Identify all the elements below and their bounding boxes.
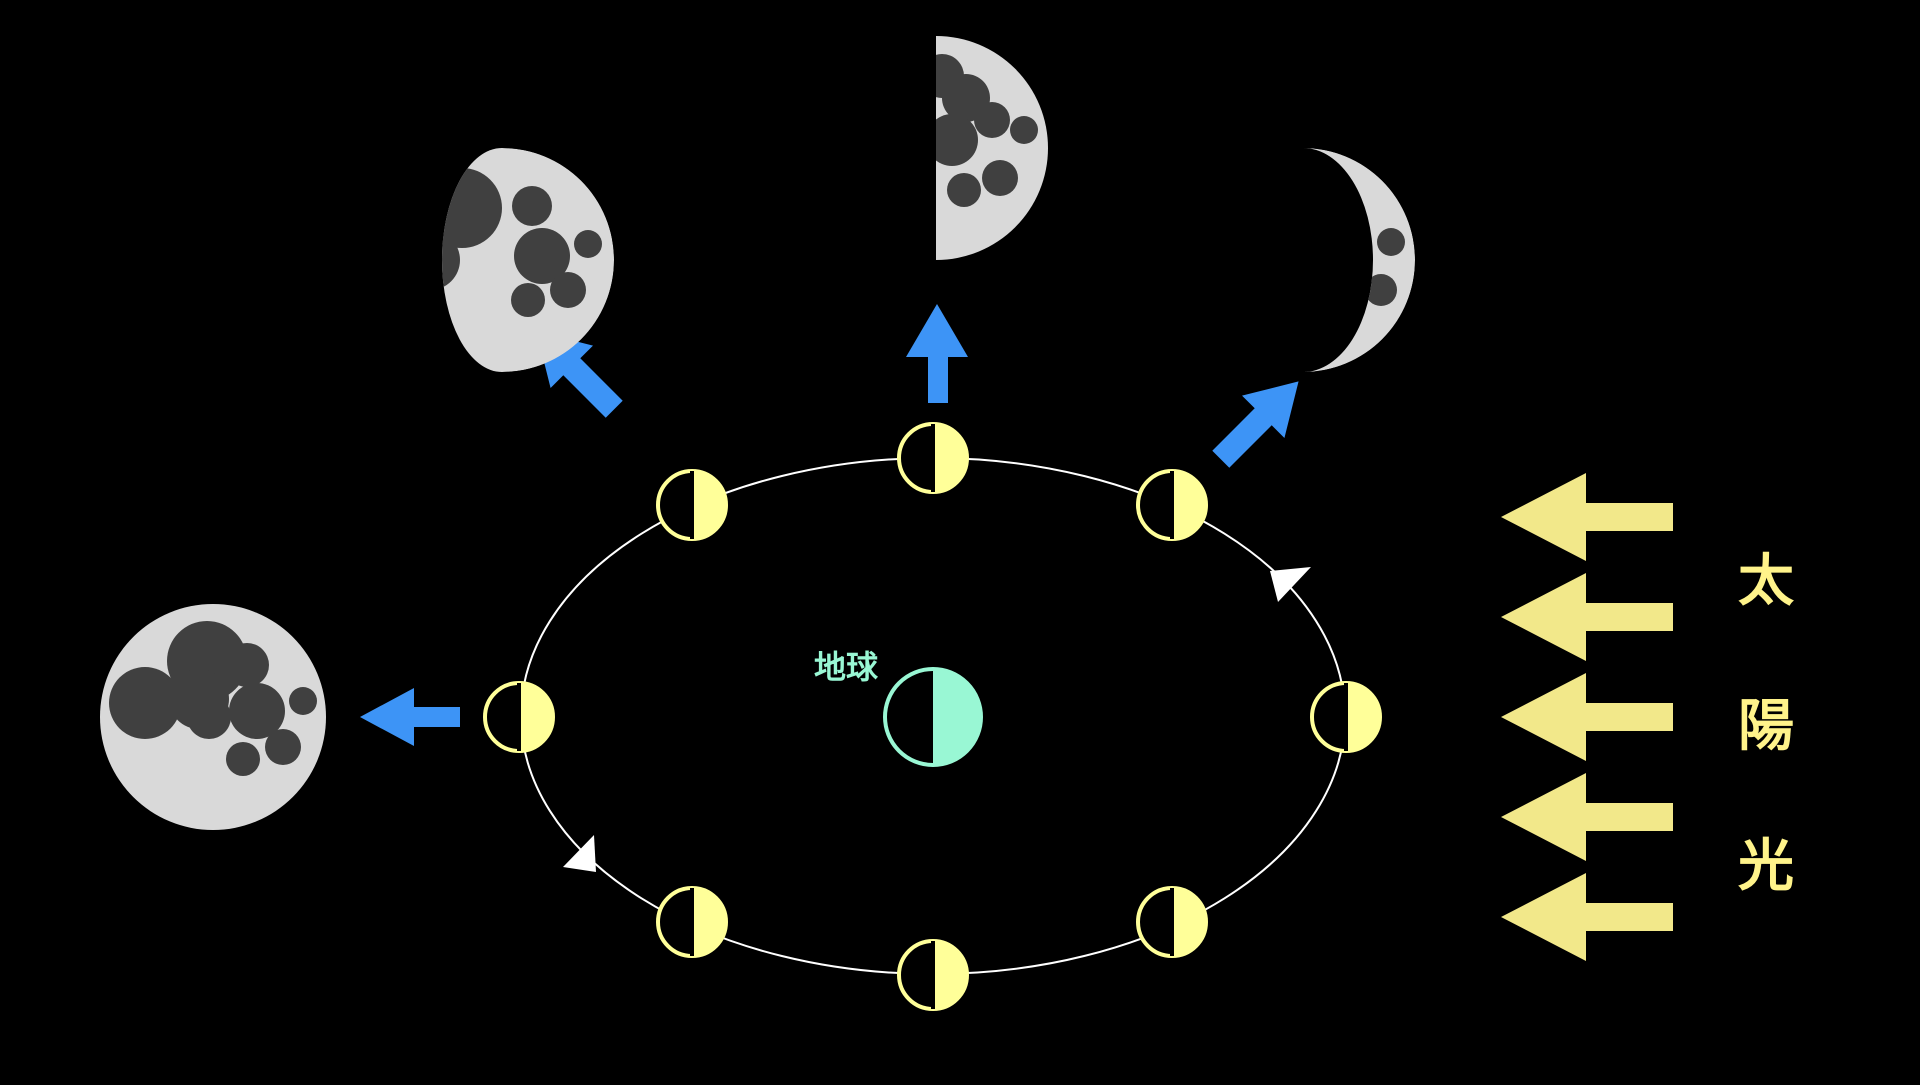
sunlight-label-char-3: 光 <box>1738 834 1794 899</box>
orbit-direction-arrow-left <box>563 835 596 872</box>
orbit-moon-right <box>1310 681 1382 753</box>
orbit-moon-left <box>483 681 555 753</box>
view-arrow-top-right <box>1212 381 1299 468</box>
moon-full <box>100 604 326 830</box>
orbit-moon-top <box>897 422 969 494</box>
sunlight-arrow-4 <box>1501 773 1673 861</box>
view-arrow-left <box>360 688 460 746</box>
sunlight-arrow-5 <box>1501 873 1673 961</box>
view-arrow-top <box>906 304 968 403</box>
sunlight-arrow-1 <box>1501 473 1673 561</box>
sunlight-arrow-2 <box>1501 573 1673 661</box>
earth <box>883 667 983 767</box>
orbit-direction-arrow-right <box>1270 567 1311 602</box>
sunlight-label-char-1: 太 <box>1738 549 1794 614</box>
orbit-moon-top-left <box>656 469 728 541</box>
orbit-moon-bottom-right <box>1136 886 1208 958</box>
orbit-moon-top-right <box>1136 469 1208 541</box>
earth-label: 地球 <box>814 648 879 686</box>
moon-last-quarter <box>936 36 1048 260</box>
moon-crescent <box>1303 148 1415 372</box>
orbit-moon-bottom <box>897 939 969 1011</box>
sunlight-arrow-3 <box>1501 673 1673 761</box>
orbit-moon-bottom-left <box>656 886 728 958</box>
sunlight-label-char-2: 陽 <box>1738 694 1794 759</box>
moon-gibbous <box>442 148 614 372</box>
